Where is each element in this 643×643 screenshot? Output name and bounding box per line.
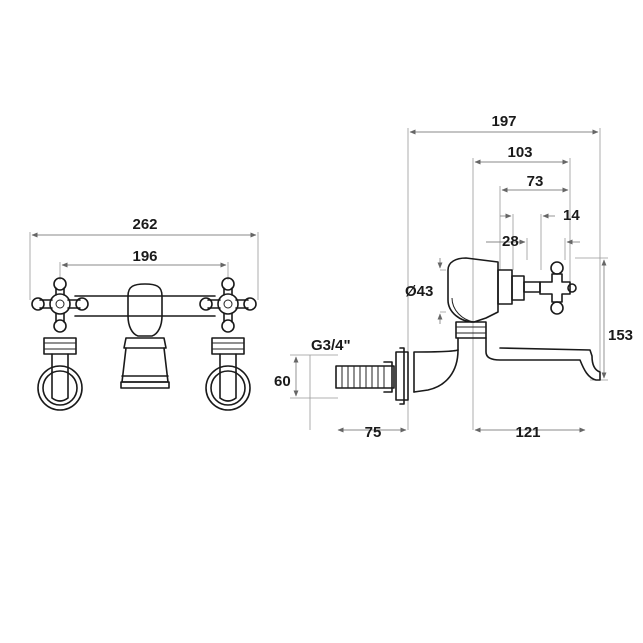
label-diameter: Ø43 xyxy=(405,283,433,300)
valve-body xyxy=(447,257,499,323)
left-leg xyxy=(37,337,83,411)
dim-73: 73 xyxy=(501,173,569,193)
dim-121: 121 xyxy=(474,424,586,441)
label-60: 60 xyxy=(274,373,291,390)
right-cross-handle xyxy=(199,277,257,333)
label-262: 262 xyxy=(132,216,157,233)
dim-28: 28 xyxy=(486,233,580,250)
dim-diameter: Ø43 xyxy=(405,258,446,324)
label-153: 153 xyxy=(608,327,633,344)
dim-197: 197 xyxy=(409,113,599,135)
dim-103: 103 xyxy=(474,144,569,165)
handle-side xyxy=(539,273,571,303)
left-cross-handle xyxy=(31,277,89,333)
label-14: 14 xyxy=(563,207,580,224)
spout-body xyxy=(121,347,169,383)
label-28: 28 xyxy=(502,233,519,250)
wall-flange-side xyxy=(395,347,409,405)
dim-14: 14 xyxy=(500,207,580,224)
spout xyxy=(413,337,601,393)
spout-outlet xyxy=(120,375,170,389)
label-75: 75 xyxy=(365,424,382,441)
dim-153: 153 xyxy=(575,257,633,381)
spout-nut xyxy=(455,321,487,339)
label-103: 103 xyxy=(507,144,532,161)
label-121: 121 xyxy=(515,424,540,441)
threaded-inlet xyxy=(335,361,395,393)
front-view: 262 196 xyxy=(29,216,259,411)
side-view: 197 103 73 14 28 Ø43 xyxy=(274,113,633,441)
dim-60: 60 xyxy=(274,354,338,399)
body-bar xyxy=(74,295,216,317)
dim-front-overall: 262 xyxy=(29,216,259,300)
dim-75: 75 xyxy=(337,424,407,441)
label-196: 196 xyxy=(132,248,157,265)
label-thread: G3/4" xyxy=(311,337,351,354)
right-leg xyxy=(205,337,251,411)
dim-front-centres: 196 xyxy=(59,248,229,280)
label-73: 73 xyxy=(527,173,544,190)
center-hub xyxy=(127,283,163,337)
spout-collar xyxy=(123,337,167,349)
headwork-nut xyxy=(497,269,513,305)
label-197: 197 xyxy=(491,113,516,130)
